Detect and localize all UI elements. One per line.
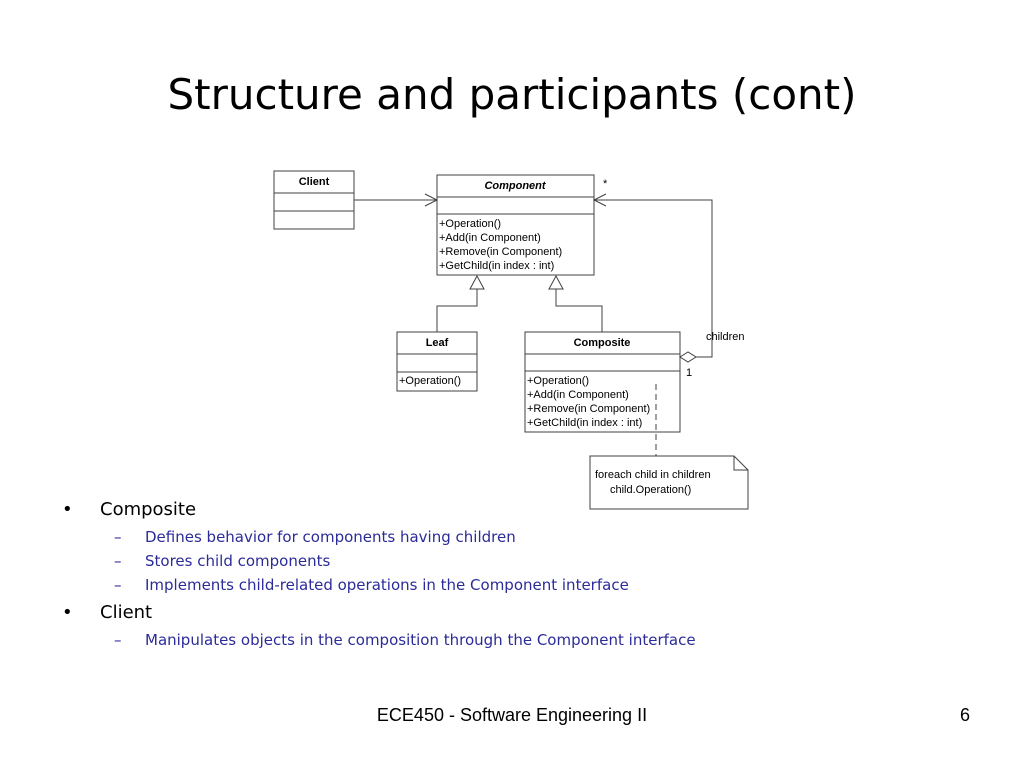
component-class-box: [436, 174, 595, 276]
sub-bullet-item: Stores child components: [100, 549, 696, 573]
sub-bullet-list: Defines behavior for components having c…: [100, 525, 696, 597]
bullet-text: Client: [100, 602, 153, 623]
page-number: 6: [959, 705, 970, 725]
composite-operation: +Add(in Component): [527, 389, 629, 401]
bullet-item: Composite Defines behavior for component…: [58, 498, 696, 597]
component-class-name: Component: [484, 180, 546, 192]
slide-footer: ECE450 - Software Engineering II: [376, 705, 648, 725]
composite-operation: +Remove(in Component): [527, 403, 650, 415]
sub-bullet-item: Implements child-related operations in t…: [100, 573, 696, 597]
component-operation: +GetChild(in index : int): [439, 260, 554, 272]
children-association-arrowhead: [592, 193, 607, 207]
component-operation: +Add(in Component): [439, 232, 541, 244]
sub-bullet-list: Manipulates objects in the composition t…: [100, 628, 696, 652]
composite-operation: +GetChild(in index : int): [527, 417, 642, 429]
slide-title: Structure and participants (cont): [167, 70, 857, 119]
leaf-operation: +Operation(): [399, 375, 461, 387]
component-operation: +Remove(in Component): [439, 246, 562, 258]
client-association-arrowhead: [424, 193, 439, 207]
composite-multiplicity: 1: [686, 367, 692, 379]
client-class-name: Client: [299, 176, 330, 188]
children-aggregation-line: [594, 199, 713, 358]
composite-generalization-triangle: [548, 274, 564, 290]
leaf-class-name: Leaf: [426, 337, 449, 349]
sub-bullet-item: Manipulates objects in the composition t…: [100, 628, 696, 652]
note-text-line: foreach child in children: [595, 469, 711, 481]
leaf-generalization-line: [436, 289, 478, 332]
bullet-item: Client Manipulates objects in the compos…: [58, 601, 696, 652]
component-multiplicity: *: [603, 178, 608, 190]
leaf-class-box: [396, 331, 478, 392]
client-class-box: [273, 170, 355, 230]
composite-class-name: Composite: [574, 337, 631, 349]
leaf-generalization-triangle: [469, 274, 485, 290]
component-operation: +Operation(): [439, 218, 501, 230]
bullet-list: Composite Defines behavior for component…: [58, 498, 696, 656]
bullet-text: Composite: [100, 499, 197, 520]
composite-class-box: [524, 331, 681, 433]
children-role-label: children: [706, 331, 745, 343]
composite-generalization-line: [555, 289, 603, 332]
note-text-line: child.Operation(): [610, 484, 691, 496]
composite-operation: +Operation(): [527, 375, 589, 387]
sub-bullet-item: Defines behavior for components having c…: [100, 525, 696, 549]
aggregation-diamond: [679, 351, 697, 363]
